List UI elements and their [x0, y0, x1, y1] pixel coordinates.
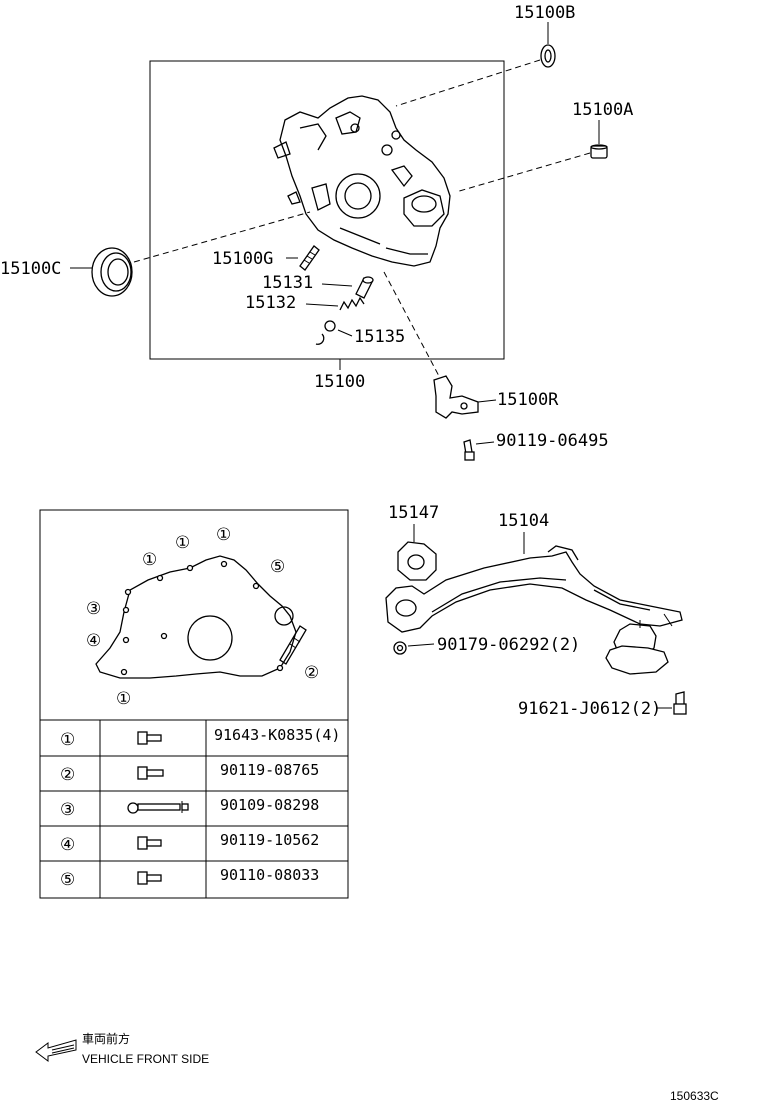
- callout-15104: 15104: [498, 511, 549, 531]
- part-15131-plunger: [355, 276, 374, 299]
- map-marker-2: ②: [304, 663, 319, 683]
- map-marker-1b: ①: [175, 533, 190, 553]
- timing-cover-outline: [95, 555, 307, 679]
- table-ref-4: ④: [60, 835, 75, 855]
- bolt-icon-row2: [137, 766, 164, 780]
- part-15100R-relief-valve: [433, 375, 479, 419]
- table-part-5: 90110-08033: [220, 866, 319, 884]
- vehicle-front-arrow-icon: [35, 1039, 77, 1062]
- part-15147-gasket: [397, 541, 437, 581]
- part-90179-06292-nut: [393, 641, 407, 655]
- table-ref-2: ②: [60, 765, 75, 785]
- bolt-icon-row5: [137, 871, 162, 885]
- part-15100G-stud: [299, 245, 320, 271]
- part-15104-strainer: [385, 545, 683, 675]
- table-part-4: 90119-10562: [220, 831, 319, 849]
- callout-15100B: 15100B: [514, 3, 575, 23]
- part-91621-J0612-bolt: [673, 691, 687, 715]
- legend-en: VEHICLE FRONT SIDE: [82, 1052, 209, 1066]
- map-marker-4: ④: [86, 631, 101, 651]
- part-90119-06495-bolt: [463, 439, 475, 461]
- part-15135-plug: [315, 320, 336, 345]
- callout-15135: 15135: [354, 327, 405, 347]
- callout-15100R: 15100R: [497, 390, 559, 410]
- callout-15132: 15132: [245, 293, 296, 313]
- callout-15100: 15100: [314, 372, 365, 392]
- part-15100C-oil-seal: [91, 247, 133, 297]
- map-marker-1a: ①: [142, 550, 157, 570]
- callout-15131: 15131: [262, 273, 313, 293]
- table-part-3: 90109-08298: [220, 796, 319, 814]
- oil-pump-assembly-box: [149, 60, 505, 360]
- callout-15100C: 15100C: [0, 259, 61, 279]
- map-marker-5: ⑤: [270, 557, 285, 577]
- callout-15147: 15147: [388, 503, 439, 523]
- callout-90179-06292: 90179-06292(2): [437, 635, 580, 655]
- part-15100B-washer: [540, 44, 556, 68]
- map-marker-1d: ①: [116, 689, 131, 709]
- callout-15100A: 15100A: [572, 100, 633, 120]
- bolt-icon-row1: [137, 731, 162, 745]
- bolt-table: [40, 720, 348, 898]
- bolt-map-box: [39, 509, 349, 899]
- part-15132-spring: [339, 296, 365, 311]
- table-part-1: 91643-K0835(4): [214, 726, 340, 744]
- table-ref-1: ①: [60, 730, 75, 750]
- table-ref-3: ③: [60, 800, 75, 820]
- part-15100A-pin: [590, 144, 608, 159]
- figure-id: 150633C: [670, 1089, 719, 1103]
- callout-15100G: 15100G: [212, 249, 273, 269]
- legend-jp: 車両前方: [82, 1031, 130, 1046]
- bolt-icon-row4: [137, 836, 162, 850]
- bolt-icon-row3: [127, 801, 189, 814]
- oil-pump-body: [273, 95, 451, 267]
- table-part-2: 90119-08765: [220, 761, 319, 779]
- callout-90119-06495: 90119-06495: [496, 431, 609, 451]
- map-marker-1c: ①: [216, 525, 231, 545]
- table-ref-5: ⑤: [60, 870, 75, 890]
- callout-91621-J0612: 91621-J0612(2): [518, 699, 661, 719]
- map-marker-3: ③: [86, 599, 101, 619]
